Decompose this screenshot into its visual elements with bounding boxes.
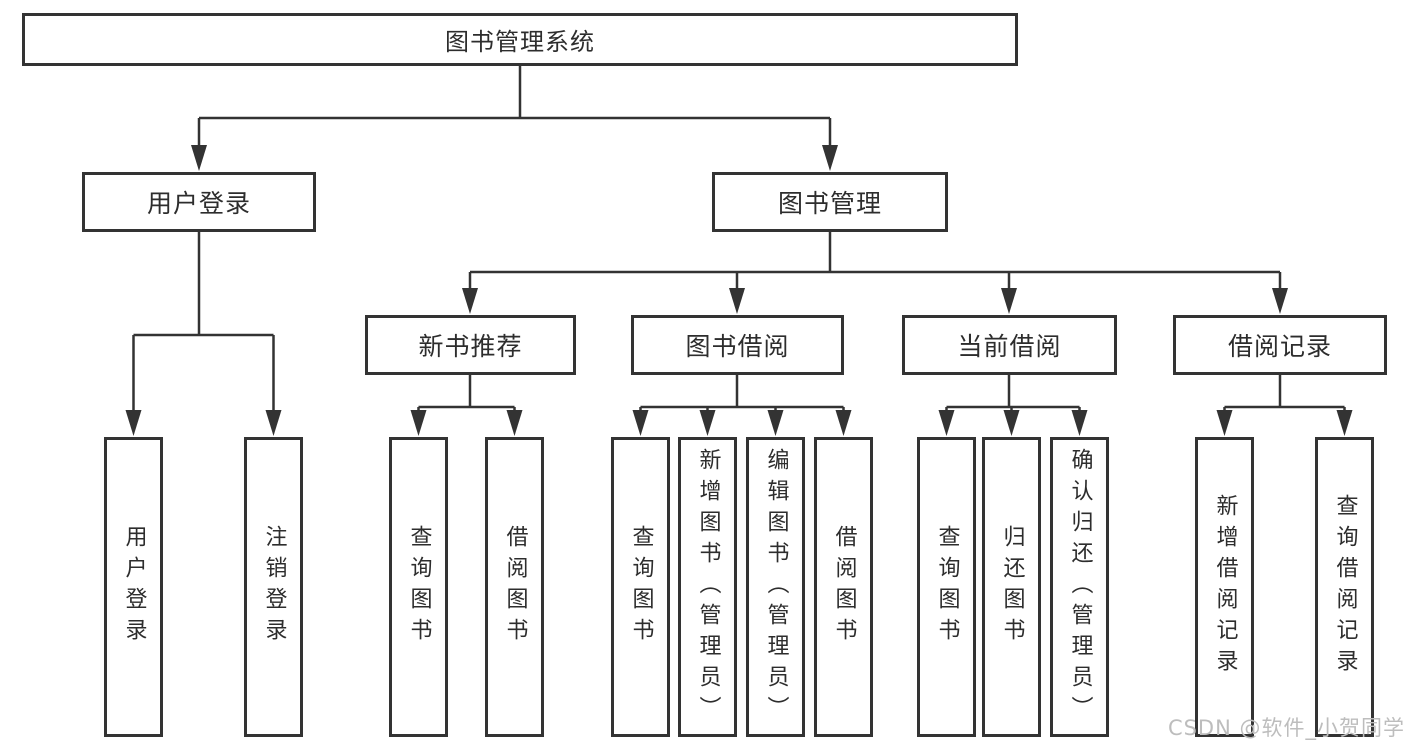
leaf-query-borrow-record: 查询借阅记录	[1315, 437, 1374, 737]
node-label: 当前借阅	[957, 332, 1062, 361]
connector-user-branch	[132, 232, 275, 414]
arrowhead	[699, 410, 716, 436]
leaf-label: 查询图书	[934, 525, 960, 649]
leaf-add-borrow-record: 新增借阅记录	[1195, 437, 1254, 737]
leaf-label: 注销登录	[261, 525, 287, 649]
leaf-label: 新增图书（管理员）	[695, 447, 721, 727]
arrowhead	[410, 410, 427, 436]
connector-group-current	[945, 375, 1081, 416]
arrowhead	[1001, 288, 1017, 314]
leaf-add-book-admin: 新增图书（管理员）	[678, 437, 737, 737]
leaf-query-books-current: 查询图书	[917, 437, 976, 737]
leaf-label: 归还图书	[999, 525, 1025, 649]
node-label: 借阅记录	[1227, 332, 1332, 361]
connector-root	[197, 66, 832, 150]
node-book-management-branch: 图书管理	[712, 172, 948, 232]
arrowhead	[1336, 410, 1353, 436]
leaf-return-books: 归还图书	[982, 437, 1041, 737]
leaf-label: 借阅图书	[502, 525, 528, 649]
leaf-borrow-books-borrowing: 借阅图书	[814, 437, 873, 737]
arrowhead	[938, 410, 955, 436]
node-book-borrowing: 图书借阅	[631, 315, 844, 375]
leaf-confirm-return-admin: 确认归还（管理员）	[1050, 437, 1109, 737]
leaf-logout: 注销登录	[244, 437, 303, 737]
leaf-query-books-borrowing: 查询图书	[611, 437, 670, 737]
arrowhead	[632, 410, 649, 436]
arrowhead	[1003, 410, 1020, 436]
arrowhead	[125, 410, 142, 436]
node-library-management-system: 图书管理系统	[22, 13, 1018, 66]
node-label: 新书推荐	[418, 332, 523, 361]
leaf-label: 用户登录	[121, 525, 147, 649]
arrowhead	[835, 410, 852, 436]
leaf-user-login: 用户登录	[104, 437, 163, 737]
leaf-query-books-recommend: 查询图书	[389, 437, 448, 737]
connector-group-borrowing	[639, 375, 845, 416]
arrowhead	[767, 410, 784, 436]
arrowhead	[1216, 410, 1233, 436]
arrowhead	[822, 145, 838, 171]
leaf-label: 编辑图书（管理员）	[763, 447, 789, 727]
leaf-label: 查询图书	[628, 525, 654, 649]
arrowhead	[1071, 410, 1088, 436]
leaf-label: 确认归还（管理员）	[1067, 447, 1093, 727]
leaf-label: 查询图书	[406, 525, 432, 649]
leaf-borrow-books-recommend: 借阅图书	[485, 437, 544, 737]
node-borrowing-records: 借阅记录	[1173, 315, 1387, 375]
arrowhead	[1272, 288, 1288, 314]
arrowhead	[462, 288, 478, 314]
arrowhead	[265, 410, 282, 436]
node-new-book-recommendation: 新书推荐	[365, 315, 576, 375]
leaf-label: 新增借阅记录	[1212, 494, 1238, 680]
node-label: 用户登录	[146, 189, 251, 218]
connector-book-branch	[468, 232, 1282, 292]
node-current-borrowing: 当前借阅	[902, 315, 1117, 375]
node-user-login-branch: 用户登录	[82, 172, 316, 232]
node-label: 图书管理系统	[445, 28, 595, 56]
connector-group-recommend	[417, 375, 516, 416]
arrowhead	[191, 145, 207, 171]
watermark: CSDN @软件_小贺同学	[1167, 716, 1405, 740]
node-label: 图书借阅	[685, 332, 790, 361]
leaf-edit-book-admin: 编辑图书（管理员）	[746, 437, 805, 737]
leaf-label: 查询借阅记录	[1332, 494, 1358, 680]
connector-group-records	[1223, 375, 1346, 416]
arrowhead	[729, 288, 745, 314]
arrowhead	[506, 410, 523, 436]
leaf-label: 借阅图书	[831, 525, 857, 649]
node-label: 图书管理	[777, 189, 882, 218]
